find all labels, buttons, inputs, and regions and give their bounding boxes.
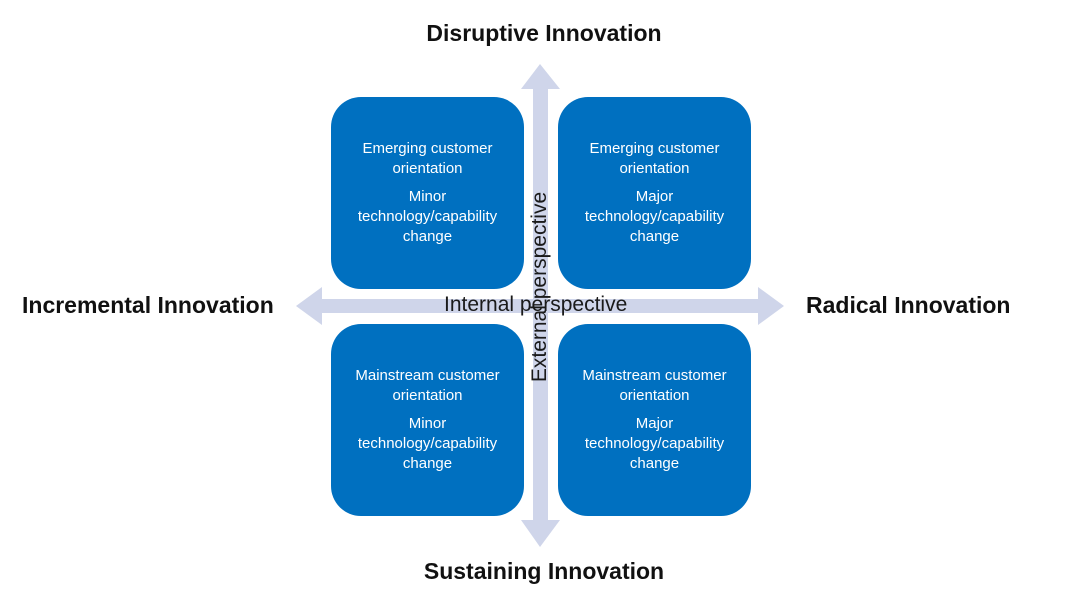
left-label: Incremental Innovation (22, 292, 274, 318)
quadrant-orientation: Mainstream customer orientation (582, 367, 727, 404)
quadrant-orientation: Mainstream customer orientation (355, 367, 500, 404)
right-label: Radical Innovation (806, 292, 1011, 318)
quadrant-bottom-left: Mainstream customer orientation Minor te… (331, 324, 524, 516)
quadrant-top-right: Emerging customer orientation Major tech… (558, 97, 751, 289)
quadrant-bottom-right: Mainstream customer orientation Major te… (558, 324, 751, 516)
bottom-label: Sustaining Innovation (423, 558, 665, 584)
quadrant-change: Major technology/capability change (584, 188, 725, 245)
quadrant-change: Minor technology/capability change (357, 188, 498, 245)
quadrant-orientation: Emerging customer orientation (589, 140, 720, 177)
vertical-axis-label: External perspective (528, 191, 551, 383)
quadrant-top-left: Emerging customer orientation Minor tech… (331, 97, 524, 289)
quadrant-orientation: Emerging customer orientation (362, 140, 493, 177)
horizontal-axis-arrow (296, 287, 784, 325)
top-label: Disruptive Innovation (426, 20, 662, 46)
quadrant-change: Major technology/capability change (584, 415, 725, 472)
horizontal-axis-label: Internal perspective (444, 293, 628, 316)
quadrant-change: Minor technology/capability change (357, 415, 498, 472)
